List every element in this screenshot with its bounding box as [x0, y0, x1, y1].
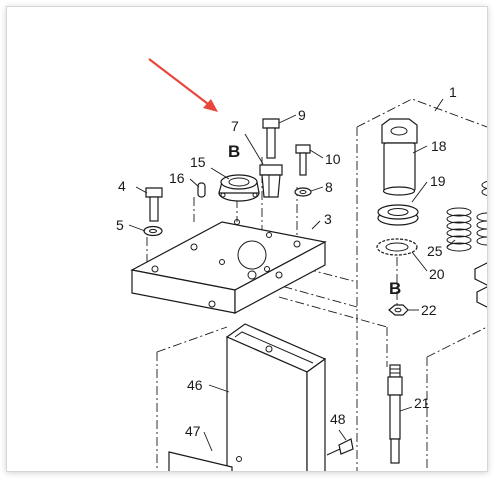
callout-8: 8: [325, 179, 333, 195]
callout-labels: 1 3 4 5 7 8 9 10 15 16 18 19 20 21 22 25…: [116, 84, 457, 439]
callout-7: 7: [231, 118, 239, 134]
right-edge-parts: [474, 181, 487, 308]
callout-1: 1: [449, 84, 457, 100]
part-21-shaft: [387, 364, 403, 464]
part-9-bolt: [262, 118, 280, 159]
red-pointer-arrow: [148, 58, 218, 112]
part-46-panel: [225, 323, 327, 471]
callout-18: 18: [431, 138, 447, 154]
callout-15: 15: [190, 154, 206, 170]
callout-21: 21: [414, 395, 430, 411]
callout-22: 22: [421, 302, 437, 318]
part-8-washer: [294, 187, 312, 197]
exploded-parts-diagram: 1 3 4 5 7 8 9 10 15 16 18 19 20 21 22 25…: [116, 58, 487, 471]
callout-25: 25: [427, 243, 443, 259]
callout-5: 5: [116, 217, 124, 233]
part-10-bolt: [295, 144, 311, 176]
callout-20: 20: [429, 266, 445, 282]
view-marker-b-top: B: [228, 142, 240, 161]
callout-3: 3: [324, 211, 332, 227]
part-18-cylinder: [381, 118, 418, 196]
view-marker-b-right: B: [389, 279, 401, 298]
part-25-spring: [446, 207, 472, 252]
part-15-flange: [218, 174, 260, 202]
callout-9: 9: [298, 107, 306, 123]
callout-47: 47: [185, 423, 201, 439]
part-19-ring: [377, 204, 419, 226]
callout-46: 46: [187, 377, 203, 393]
parts-diagram-frame: 1 3 4 5 7 8 9 10 15 16 18 19 20 21 22 25…: [6, 6, 488, 472]
callout-16: 16: [169, 170, 185, 186]
part-47-bar: [168, 451, 233, 471]
centerlines: [146, 98, 487, 471]
leader-lines: [128, 98, 456, 452]
part-48-screw: [326, 438, 354, 456]
part-20-lock-washer: [376, 238, 418, 256]
part-3-plate: [130, 219, 327, 314]
part-22-nut: [388, 304, 409, 316]
callout-10: 10: [325, 151, 341, 167]
callout-48: 48: [330, 411, 346, 427]
part-5-washer: [143, 225, 163, 237]
part-7-fitting: [259, 164, 283, 198]
callout-4: 4: [118, 178, 126, 194]
part-16-pin: [197, 182, 206, 198]
part-4-bolt: [145, 187, 163, 222]
callout-19: 19: [430, 173, 446, 189]
